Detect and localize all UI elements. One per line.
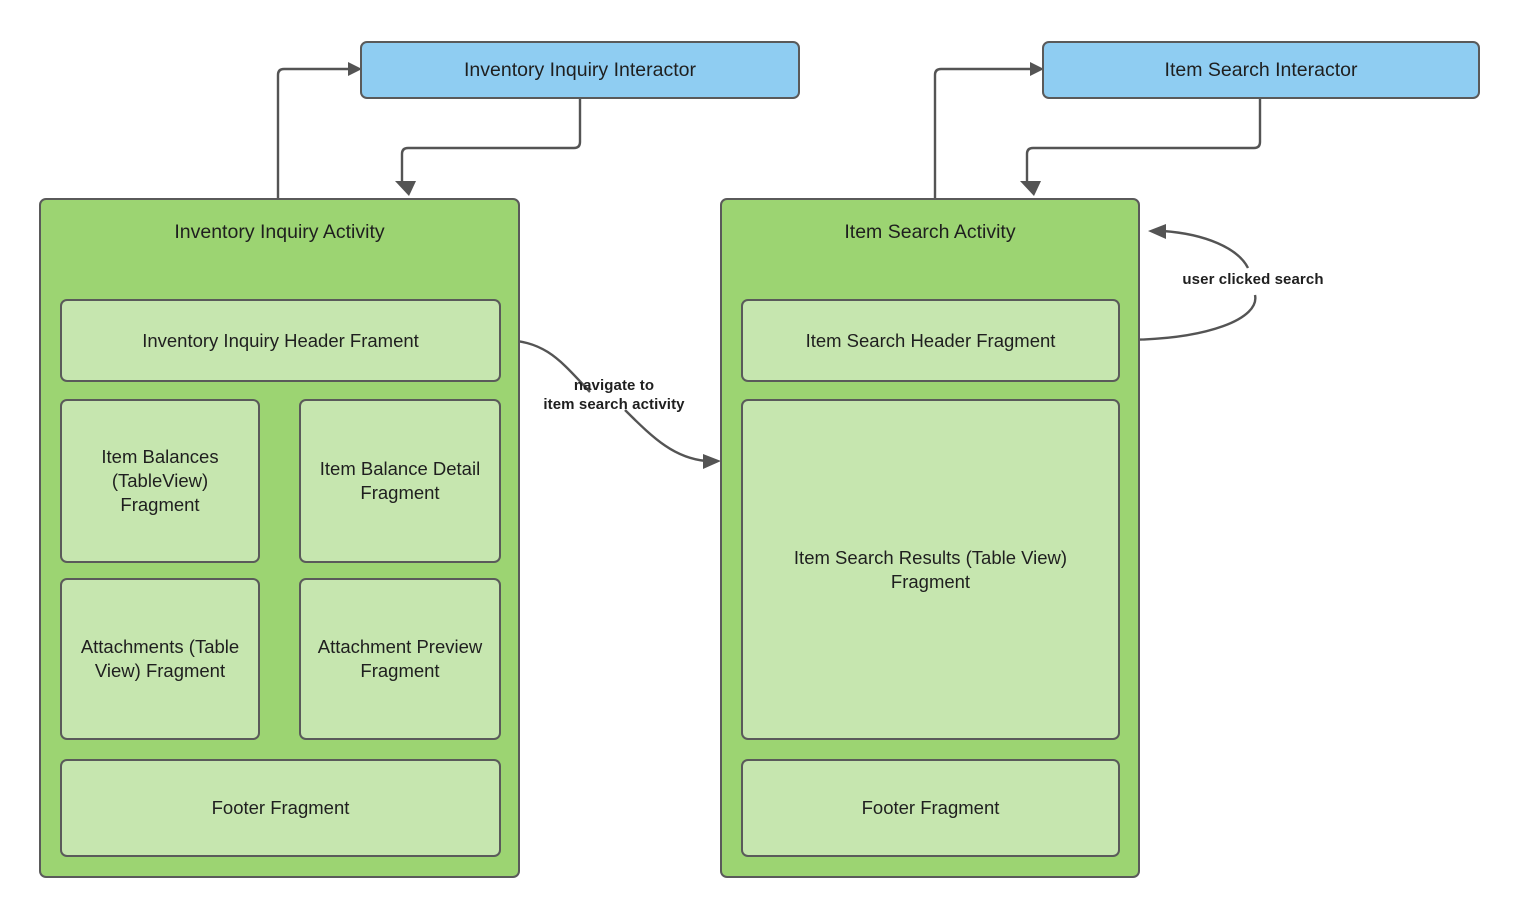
item-balance-detail-fragment-label: Item Balance Detail Fragment [319,458,481,503]
edge-label-navigate-line1: navigate to [573,377,655,394]
footer-fragment-right-label: Footer Fragment [861,797,1000,819]
item-search-interactor-label: Item Search Interactor [1164,58,1358,81]
inventory-inquiry-activity-title: Inventory Inquiry Activity [174,221,385,243]
item-search-results-tableview-fragment-label: Item Search Results (Table View) Fragmen… [793,546,1068,592]
edge-label-user-clicked-search-text: user clicked search [1182,271,1324,288]
edge-inventory-interactor-to-activity [395,99,582,196]
item-search-interactor[interactable]: Item Search Interactor [1042,41,1480,99]
attachment-preview-fragment[interactable]: Attachment Preview Fragment [299,578,501,740]
edge-label-navigate-to-item-search: navigate to item search activity [528,377,700,415]
footer-fragment-right[interactable]: Footer Fragment [741,759,1120,857]
edge-label-user-clicked-search: user clicked search [1163,271,1343,290]
inventory-inquiry-header-fragment-label: Inventory Inquiry Header Frament [142,329,419,351]
inventory-inquiry-header-fragment[interactable]: Inventory Inquiry Header Frament [60,299,501,382]
edge-label-navigate-line2: item search activity [543,395,685,413]
item-balances-tableview-fragment-label: Item Balances (TableView) Fragment [101,446,219,515]
edge-item-search-interactor-to-activity [1020,99,1262,196]
footer-fragment-left-label: Footer Fragment [211,797,350,819]
item-search-header-fragment[interactable]: Item Search Header Fragment [741,299,1120,382]
attachments-tableview-fragment[interactable]: Attachments (Table View) Fragment [60,578,260,740]
attachments-tableview-fragment-label: Attachments (Table View) Fragment [80,636,240,681]
attachment-preview-fragment-label: Attachment Preview Fragment [317,636,483,681]
item-search-activity-title: Item Search Activity [844,221,1016,243]
inventory-inquiry-interactor[interactable]: Inventory Inquiry Interactor [360,41,800,99]
item-balances-tableview-fragment[interactable]: Item Balances (TableView) Fragment [60,399,260,563]
edge-inventory-activity-to-interactor [276,62,362,198]
edge-item-search-activity-to-interactor [933,62,1044,198]
item-search-results-tableview-fragment[interactable]: Item Search Results (Table View) Fragmen… [741,399,1120,740]
item-search-header-fragment-label: Item Search Header Fragment [805,329,1056,351]
footer-fragment-left[interactable]: Footer Fragment [60,759,501,857]
item-balance-detail-fragment[interactable]: Item Balance Detail Fragment [299,399,501,563]
edge-user-clicked-search [1119,224,1257,342]
inventory-inquiry-interactor-label: Inventory Inquiry Interactor [464,58,696,81]
